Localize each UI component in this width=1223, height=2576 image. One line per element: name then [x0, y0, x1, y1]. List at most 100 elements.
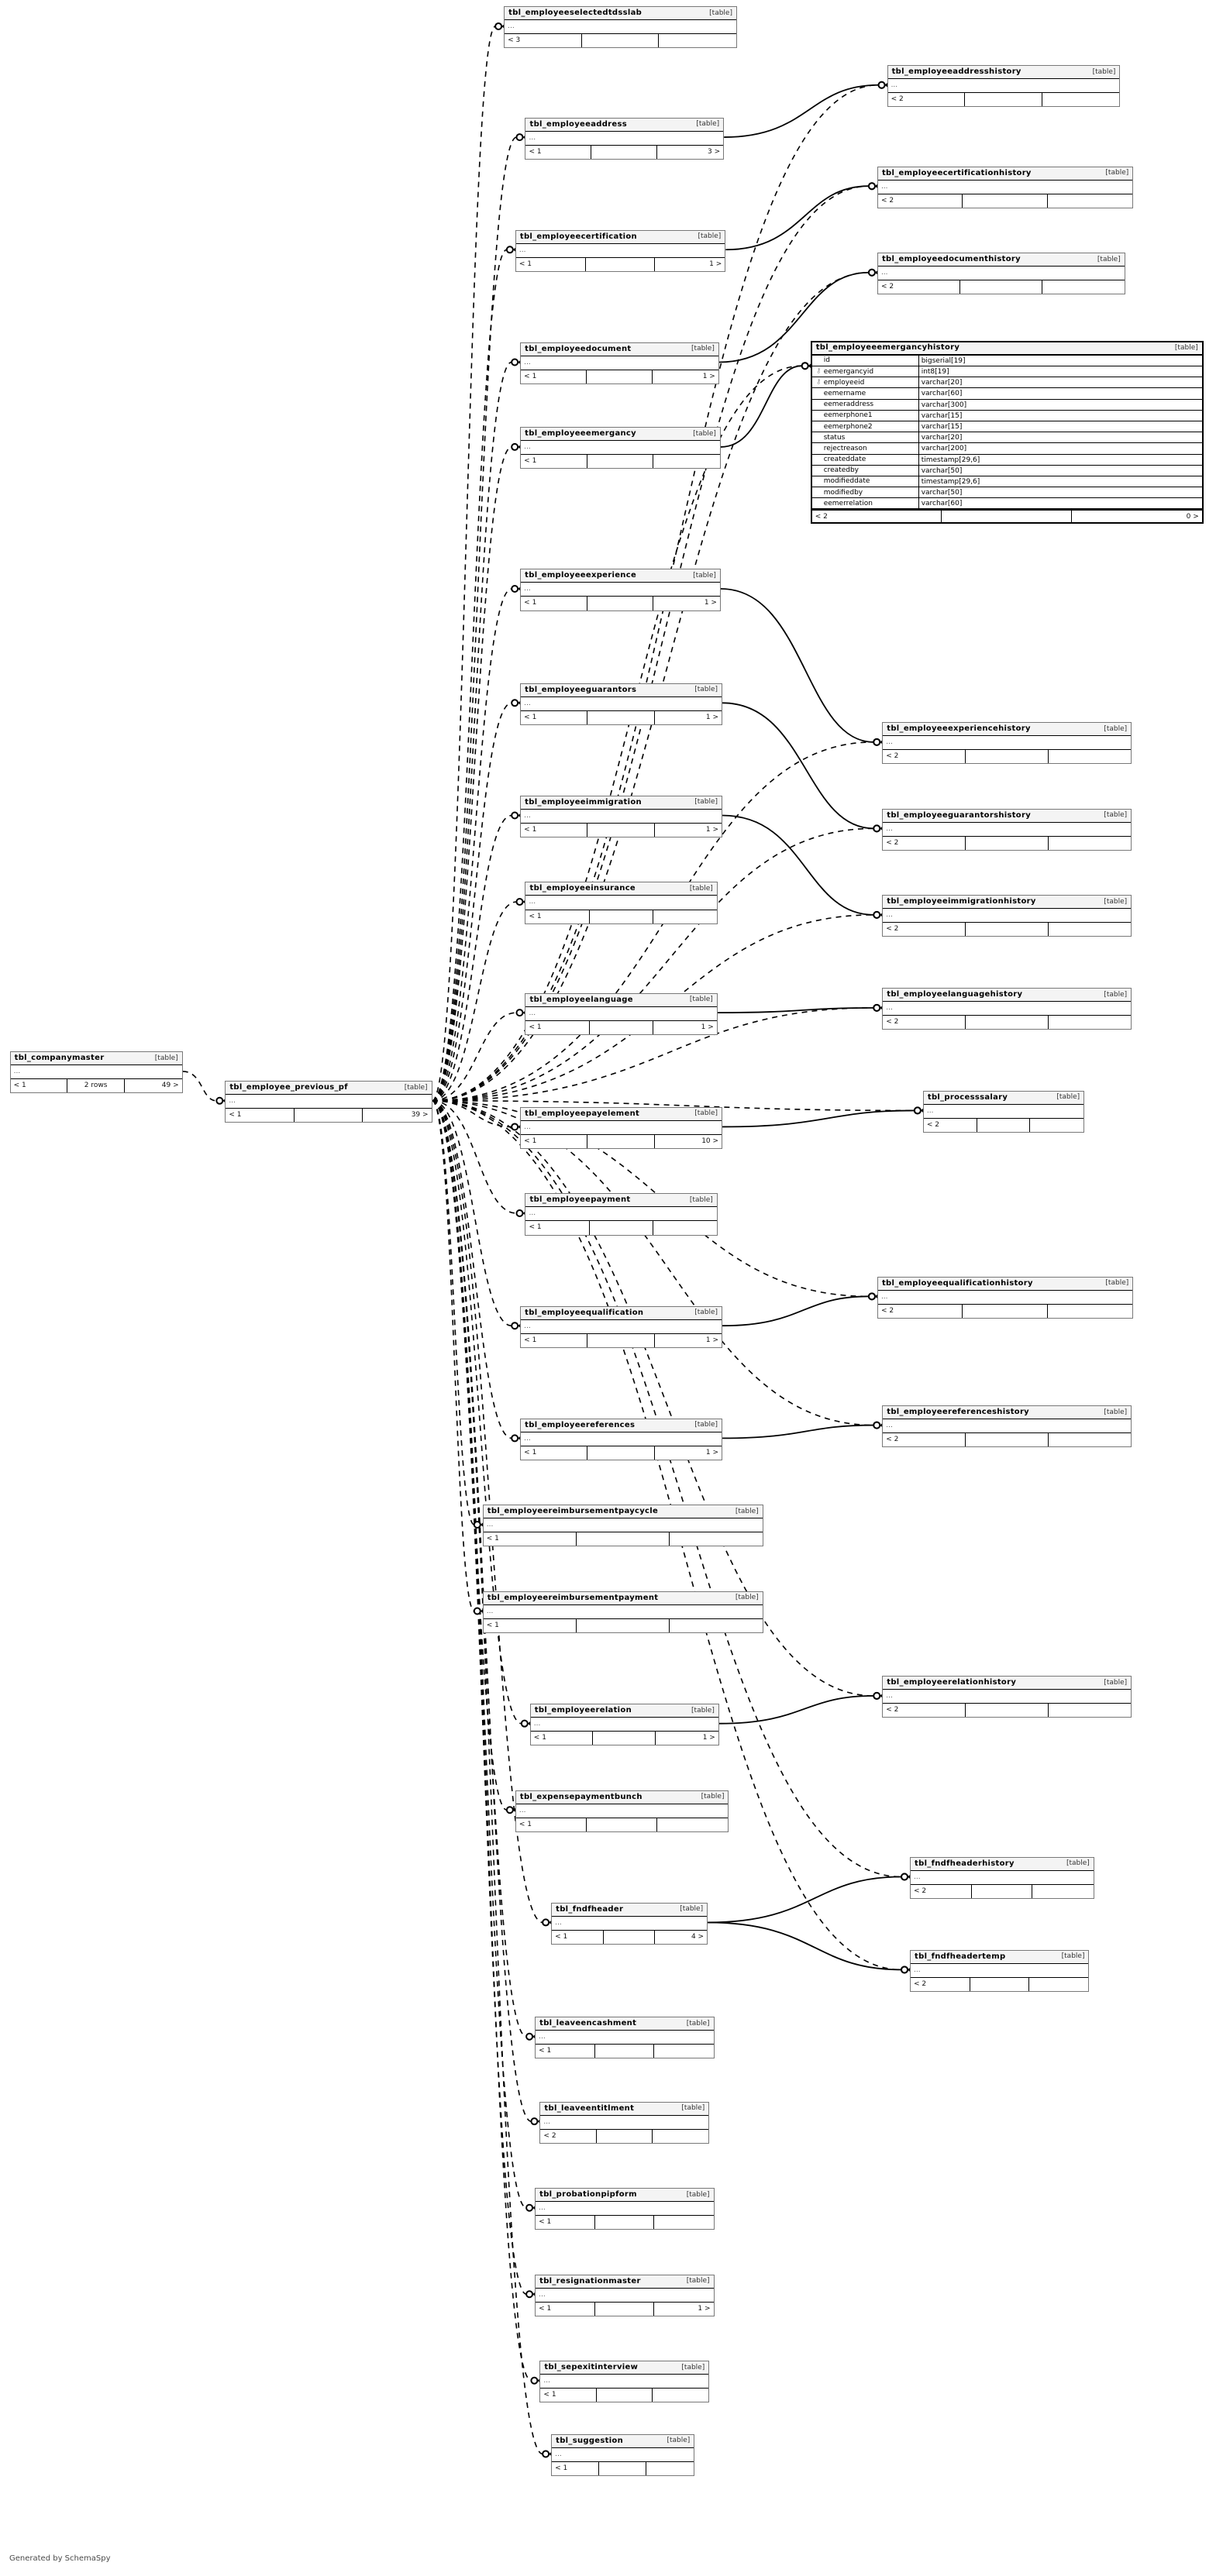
table-body: ... [877, 1291, 1133, 1305]
footer-cell-1: < 1 [521, 1134, 588, 1148]
footer-cell-1: < 1 [552, 1930, 604, 1944]
relationship-edge-dashed [432, 365, 802, 1102]
footer-cell-1: < 1 [525, 910, 590, 923]
column-name-label: eemergancyid [823, 367, 874, 376]
footer-cell-1: < 1 [516, 257, 586, 271]
collapsed-columns-ellipsis: ... [886, 1422, 893, 1430]
relationship-edge-dashed [432, 1099, 527, 2209]
relationship-edge-dashed [431, 1099, 475, 1612]
column-name-label: employeeid [823, 378, 865, 387]
table-node-employeeexperiencehistory[interactable]: tbl_employeeexperiencehistory[table]...<… [882, 722, 1132, 765]
footer-cell-3 [653, 2389, 708, 2402]
footer-cell-3 [653, 1221, 717, 1234]
relationship-edge-dashed [432, 446, 512, 1102]
table-footer: < 2 [888, 93, 1120, 107]
relationship-edge-solid [722, 1424, 874, 1439]
table-title: tbl_companymaster[table] [10, 1052, 182, 1066]
table-title: tbl_employeeguarantors[table] [521, 683, 722, 697]
table-type-label: [table] [689, 1195, 713, 1204]
table-name-label: tbl_leaveencashment [539, 2019, 637, 2028]
table-body: ... [877, 181, 1133, 194]
table-node-employeedocumenthistory[interactable]: tbl_employeedocumenthistory[table]...< 2 [877, 253, 1125, 295]
table-node-fndfheaderhistory[interactable]: tbl_fndfheaderhistory[table]...< 2 [910, 1856, 1094, 1899]
table-footer: < 2 [878, 194, 1132, 208]
footer-cell-1: < 2 [924, 1118, 977, 1132]
table-node-employeeguarantorshistory[interactable]: tbl_employeeguarantorshistory[table]...<… [882, 808, 1132, 851]
table-name-label: tbl_employeedocument [525, 344, 632, 353]
table-node-expensepaymentbunch[interactable]: tbl_expensepaymentbunch[table]...< 1 [515, 1790, 729, 1832]
table-type-label: [table] [1066, 1859, 1090, 1868]
footer-cell-1: < 1 [484, 1618, 577, 1632]
table-name-label: tbl_employeeexperiencehistory [887, 724, 1031, 734]
table-body: ... [536, 2031, 714, 2045]
table-type-label: [table] [1104, 897, 1128, 906]
table-node-employeereimbursementpaycycle[interactable]: tbl_employeereimbursementpaycycle[table]… [482, 1505, 763, 1547]
table-node-leaveentitlment[interactable]: tbl_leaveentitlment[table]...< 2 [539, 2101, 710, 2144]
table-node-probationpipform[interactable]: tbl_probationpipform[table]...< 1 [535, 2188, 715, 2230]
table-node-sepexitinterview[interactable]: tbl_sepexitinterview[table]...< 1 [539, 2361, 710, 2403]
footer-cell-2: 2 rows [67, 1079, 125, 1093]
table-name-label: tbl_processsalary [927, 1092, 1008, 1102]
table-footer: < 1 [536, 2045, 713, 2058]
table-node-employeeinsurance[interactable]: tbl_employeeinsurance[table]...< 1 [525, 882, 718, 924]
key-icon-placeholder: ⚷ [815, 467, 822, 474]
footer-cell-1: < 2 [883, 836, 966, 850]
table-body: ... [877, 267, 1125, 281]
table-title: tbl_employeeinsurance[table] [525, 882, 717, 896]
footer-cell-2 [590, 1020, 653, 1034]
footer-cell-2 [595, 2045, 655, 2058]
table-name-label: tbl_sepexitinterview [544, 2363, 639, 2372]
table-type-label: [table] [1174, 343, 1198, 352]
table-node-employeeimmigrationhistory[interactable]: tbl_employeeimmigrationhistory[table]...… [882, 895, 1132, 937]
key-icon: ⚷ [815, 378, 822, 387]
table-node-employeequalificationhistory[interactable]: tbl_employeequalificationhistory[table].… [877, 1276, 1134, 1319]
column-type-label: varchar[60] [921, 500, 963, 508]
table-type-label: [table] [1104, 1408, 1128, 1416]
table-node-fndfheadertemp[interactable]: tbl_fndfheadertemp[table]...< 2 [910, 1949, 1090, 1992]
table-body: ... [883, 1419, 1132, 1434]
table-node-leaveencashment[interactable]: tbl_leaveencashment[table]...< 1 [535, 2017, 715, 2059]
table-node-employeeemergancyhistory[interactable]: tbl_employeeemergancyhistory[table]⚷idbi… [810, 340, 1204, 524]
table-footer: < 1 [525, 1221, 717, 1235]
footer-cell-1: < 1 [536, 2216, 595, 2230]
table-node-employeereferenceshistory[interactable]: tbl_employeereferenceshistory[table]...<… [882, 1405, 1132, 1448]
footer-cell-1: < 1 [536, 2302, 595, 2316]
table-node-employeepayment[interactable]: tbl_employeepayment[table]...< 1 [525, 1193, 718, 1236]
table-node-employeeemergancy[interactable]: tbl_employeeemergancy[table]...< 1 [520, 427, 721, 469]
table-body: ... [521, 356, 718, 370]
table-name-label: tbl_employeereferences [525, 1420, 636, 1429]
table-type-label: [table] [691, 1706, 715, 1714]
table-node-processsalary[interactable]: tbl_processsalary[table]...< 2 [922, 1090, 1085, 1133]
footer-cell-2 [590, 1221, 653, 1235]
collapsed-columns-ellipsis: ... [539, 2033, 546, 2041]
table-node-employeereimbursementpayment[interactable]: tbl_employeereimbursementpayment[table].… [482, 1591, 763, 1633]
table-node-suggestion[interactable]: tbl_suggestion[table]...< 1 [551, 2433, 695, 2476]
table-node-employeeaddresshistory[interactable]: tbl_employeeaddresshistory[table]...< 2 [887, 65, 1121, 108]
footer-cell-1: < 1 [531, 1732, 594, 1745]
footer-cell-3: 10 > [701, 1137, 719, 1145]
table-type-label: [table] [680, 1905, 704, 1914]
table-title: tbl_employeerelation[table] [530, 1704, 718, 1718]
table-footer: < 1 [516, 1818, 729, 1831]
table-node-employeerelationhistory[interactable]: tbl_employeerelationhistory[table]...< 2 [882, 1676, 1132, 1718]
table-node-employeelanguagehistory[interactable]: tbl_employeelanguagehistory[table]...< 2 [882, 988, 1132, 1030]
table-node-employeecertificationhistory[interactable]: tbl_employeecertificationhistory[table].… [877, 166, 1134, 208]
table-node-employeeselectedtdsslab[interactable]: tbl_employeeselectedtdsslab[table]...< 3 [504, 6, 737, 49]
